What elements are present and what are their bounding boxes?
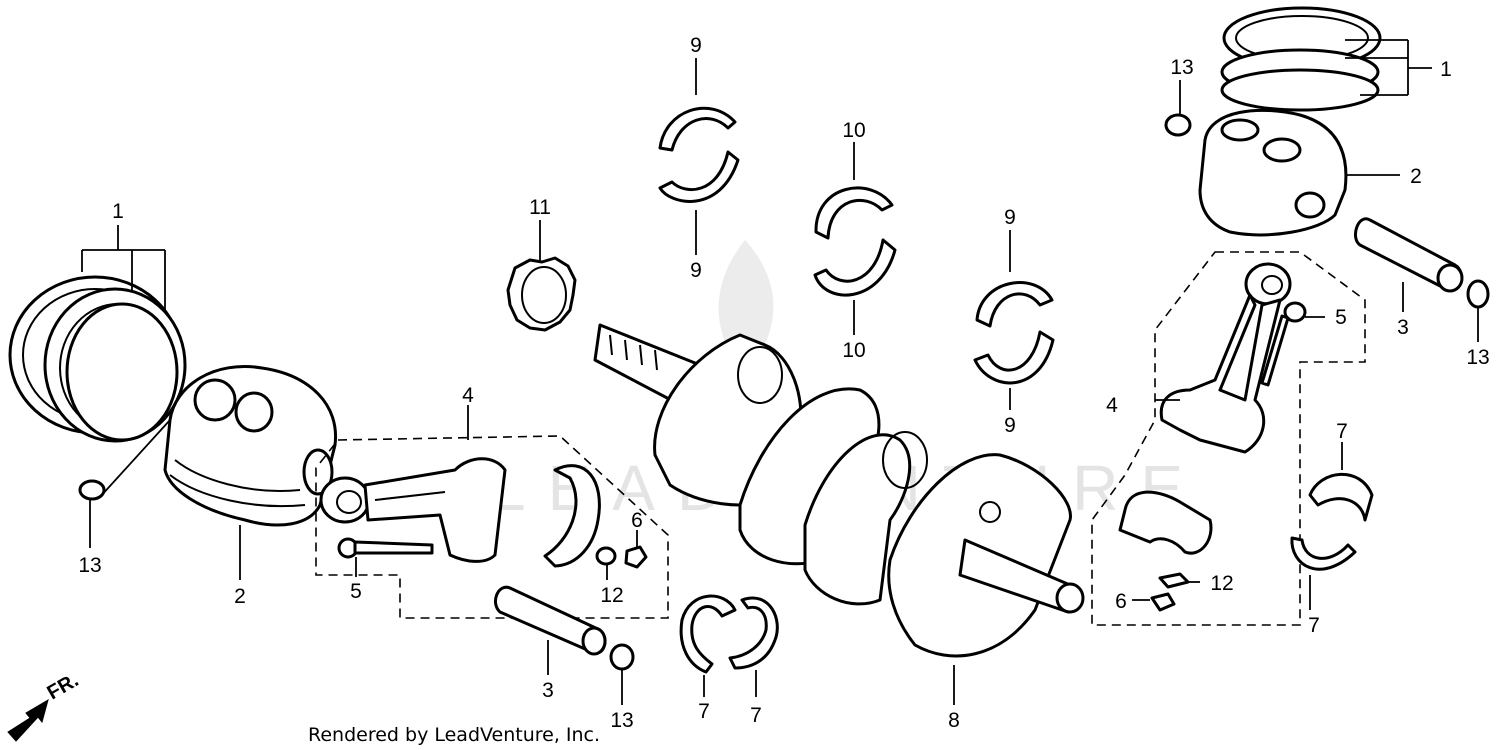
- main-bearing-top-upper: [658, 106, 737, 152]
- conrod-left: [319, 457, 507, 563]
- callout-bearing-lower-b: 7: [750, 704, 762, 727]
- callout-conrod-assy-left: 4: [462, 384, 474, 407]
- conrod-bolt-left: [337, 537, 434, 559]
- main-bearing-thrust-lower: [813, 238, 897, 297]
- piston-pin-lower: [494, 585, 607, 656]
- conrod-right: [1159, 262, 1292, 454]
- callout-bearing-lower-a: 7: [698, 700, 710, 723]
- callout-nut-right: 6: [1115, 590, 1127, 613]
- callout-main-bearing-mid-lower: 9: [1004, 414, 1016, 437]
- bearing-lower-a: [679, 594, 737, 674]
- main-bearing-mid-upper: [975, 281, 1054, 328]
- callout-main-bearing-top-lower: 9: [690, 259, 702, 282]
- front-label: FR.: [44, 669, 83, 704]
- callout-main-bearing-thrust-lower: 10: [842, 339, 865, 362]
- bearing-right-upper: [1308, 472, 1374, 522]
- conrod-bolt-right: [1260, 301, 1307, 387]
- piston-rings-right: [1220, 6, 1382, 112]
- washer-right: [1158, 572, 1190, 589]
- callout-pin-clip-left: 13: [78, 554, 101, 577]
- callout-piston-rings-left: 1: [112, 200, 124, 223]
- callout-piston-left: 2: [234, 585, 246, 608]
- callout-crankshaft: 8: [948, 709, 960, 732]
- conrod-cap-right: [1118, 490, 1213, 555]
- callout-washer-left: 12: [600, 584, 623, 607]
- callout-nut-left: 6: [631, 509, 643, 532]
- callout-conrod-bolt-right: 5: [1335, 306, 1347, 329]
- timing-gear: [506, 256, 577, 332]
- nut-right: [1150, 592, 1176, 612]
- pin-clip-top-right: [1164, 113, 1192, 137]
- pin-clip-bottom: [609, 643, 635, 671]
- callout-labels: 1 13 2 4 5 12 6 3 13 7 7 8 11 9 9 10 10 …: [78, 34, 1489, 732]
- bearing-right-lower: [1290, 536, 1357, 571]
- conrod-assy-boundary-right: [1091, 251, 1366, 626]
- main-bearing-thrust-upper: [814, 186, 894, 240]
- piston-pin-right: [1354, 217, 1464, 293]
- callout-washer-right: 12: [1210, 572, 1233, 595]
- callout-bearing-right-lower: 7: [1308, 614, 1320, 637]
- callout-piston-pin-right: 3: [1397, 316, 1409, 339]
- washer-left: [595, 546, 617, 566]
- leader-lines: [81, 39, 1479, 705]
- callout-bearing-right-upper: 7: [1336, 420, 1348, 443]
- callout-pin-clip-right: 13: [1466, 346, 1489, 369]
- pin-clip-left: [78, 479, 106, 501]
- callout-pin-clip-top-right: 13: [1170, 56, 1193, 79]
- bearing-lower-b: [728, 596, 779, 670]
- front-arrow-icon: FR.: [7, 669, 83, 742]
- main-bearing-mid-lower: [973, 330, 1055, 385]
- callout-main-bearing-top-upper: 9: [690, 34, 702, 57]
- callout-pin-clip-bottom: 13: [610, 709, 633, 732]
- conrod-cap-left: [543, 464, 601, 568]
- callout-piston-right: 2: [1410, 165, 1422, 188]
- crankshaft: [593, 323, 1085, 658]
- piston-rings-left: [8, 275, 187, 443]
- nut-left: [624, 545, 648, 569]
- callout-conrod-assy-right: 4: [1106, 394, 1118, 417]
- piston-left: [163, 365, 338, 527]
- callout-piston-pin-lower: 3: [542, 679, 554, 702]
- pin-clip-right: [1466, 279, 1490, 309]
- conrod-assy-boundary-left: [315, 435, 669, 619]
- callout-main-bearing-mid-upper: 9: [1004, 206, 1016, 229]
- callout-main-bearing-thrust-upper: 10: [842, 119, 865, 142]
- render-credit: Rendered by LeadVenture, Inc.: [308, 724, 600, 746]
- callout-timing-gear: 11: [529, 196, 551, 219]
- main-bearing-top-lower: [658, 150, 740, 203]
- callout-conrod-bolt-left: 5: [350, 580, 362, 603]
- callout-piston-rings-right: 1: [1440, 58, 1452, 81]
- piston-right: [1198, 108, 1348, 237]
